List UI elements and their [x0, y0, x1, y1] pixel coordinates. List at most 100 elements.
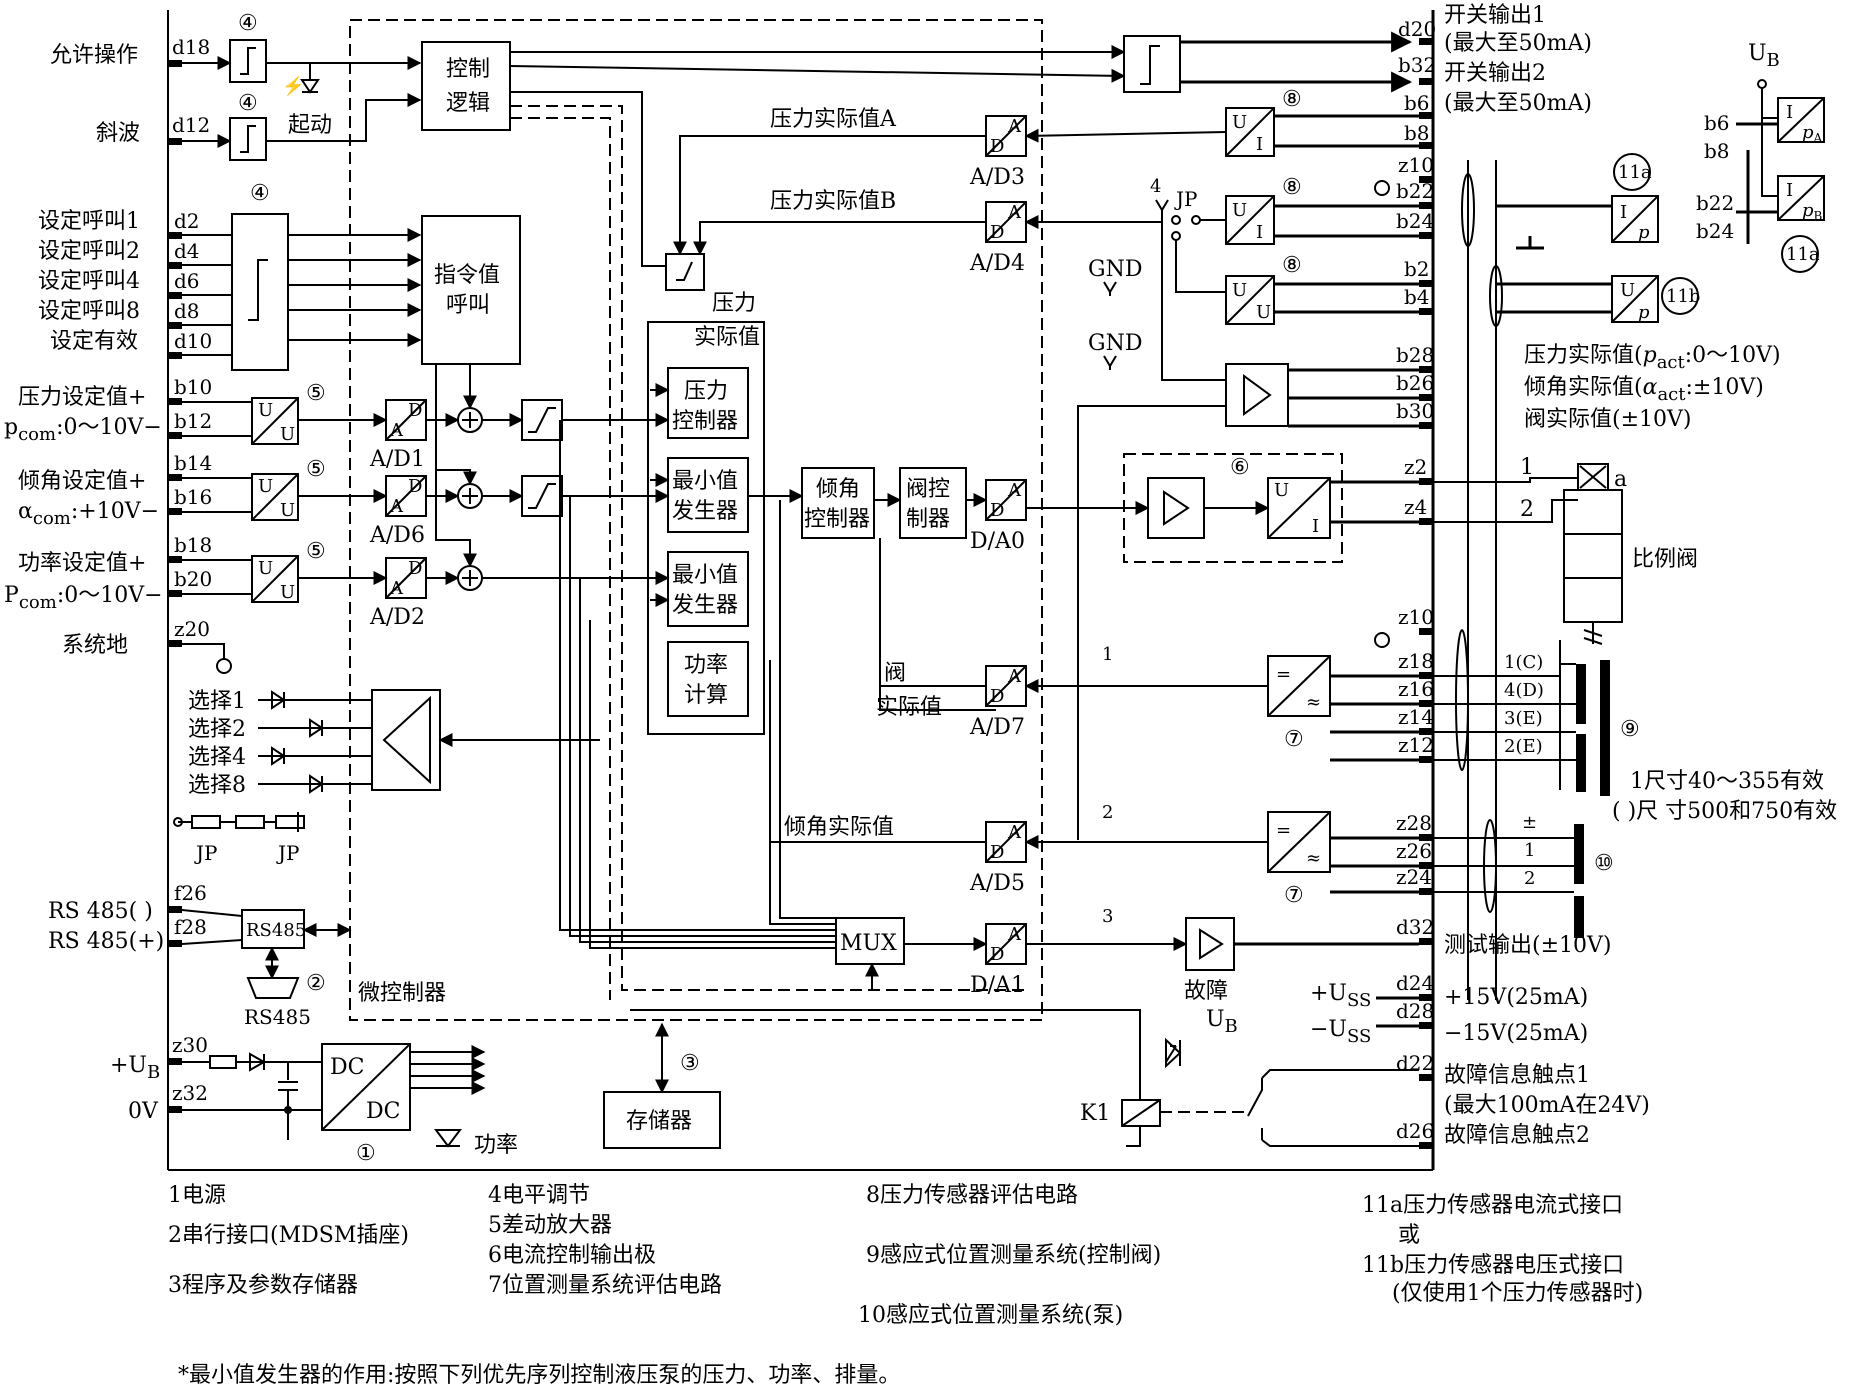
svg-text:A: A: [1007, 116, 1022, 137]
svg-text:b28: b28: [1396, 343, 1434, 367]
ad5-converter: D A A/D5: [969, 821, 1027, 896]
level-2-label: 2: [1102, 802, 1113, 823]
svg-text:z16: z16: [1398, 677, 1434, 701]
label-pressure-actual-b: 压力实际值B: [770, 189, 896, 214]
mux-label: MUX: [840, 931, 897, 956]
current-amp: [1147, 477, 1205, 539]
svg-text:U: U: [280, 582, 295, 603]
relay-divider: [1121, 1099, 1161, 1127]
coil-1c: 1(C): [1504, 652, 1543, 673]
svg-text:pA: pA: [1802, 122, 1823, 145]
svg-text:z2: z2: [1404, 455, 1427, 479]
svg-text:⑦: ⑦: [1284, 727, 1304, 752]
svg-text:或: 或: [1398, 1223, 1420, 1248]
memory-label: 存储器: [626, 1109, 692, 1134]
svg-text:(仅使用1个压力传感器时): (仅使用1个压力传感器时): [1392, 1281, 1643, 1306]
svg-text:pB: pB: [1802, 200, 1823, 223]
svg-text:⑦: ⑦: [1284, 883, 1304, 908]
divider: [1267, 477, 1331, 539]
svg-text:D: D: [990, 136, 1004, 157]
pump-pin-2: 2: [1524, 868, 1535, 889]
svg-text:A/D7: A/D7: [969, 715, 1025, 740]
amplifier-icon: [1163, 490, 1190, 526]
amplifier-icon: [1199, 928, 1224, 960]
label-set-call-1: 设定呼叫1: [38, 209, 140, 234]
power-led-icon: [434, 1129, 462, 1148]
svg-text:10感应式位置测量系统(泵): 10感应式位置测量系统(泵): [858, 1303, 1123, 1328]
svg-text:b8: b8: [1404, 121, 1430, 145]
switch-output-buffer: [1123, 35, 1181, 93]
svg-text:b4: b4: [1404, 285, 1430, 309]
min-gen1-l2: 发生器: [672, 499, 738, 524]
wire: [181, 909, 243, 917]
memory-block: [603, 1091, 721, 1149]
pin-b20: b20: [174, 567, 212, 591]
svg-text:=: =: [1276, 664, 1291, 685]
schmitt-symbol: [240, 47, 256, 75]
control-bus-dashed: [510, 91, 1030, 1000]
pin-d20: d20: [1398, 17, 1436, 41]
valve-a: a: [1614, 467, 1627, 492]
svg-text:d32: d32: [1396, 915, 1434, 939]
pin-b10: b10: [174, 375, 212, 399]
svg-text:I: I: [1786, 102, 1793, 123]
label-select-8: 选择8: [188, 773, 246, 798]
sensor-wires: [1274, 114, 1419, 314]
pressure-eval-a: U I ⑧: [1225, 87, 1302, 157]
tr-b8: b8: [1704, 139, 1730, 163]
svg-text:U: U: [258, 400, 273, 421]
svg-text:⑧: ⑧: [1282, 253, 1302, 278]
svg-text:A: A: [1007, 822, 1022, 843]
label-power-range: Pcom:0～10V−: [4, 583, 163, 613]
label-select-1: 选择1: [188, 689, 246, 714]
set-call-pins: [168, 232, 182, 359]
svg-text:z14: z14: [1398, 705, 1434, 729]
jp-jumper: [1155, 199, 1226, 381]
svg-text:p: p: [1638, 222, 1650, 243]
proportional-valve: [1433, 463, 1623, 645]
pin-mark: [168, 138, 182, 145]
pump-pin-1: 1: [1524, 840, 1535, 861]
diff-amp-tilt: U U ⑤: [251, 457, 326, 521]
circled-11a-top: 11a: [1781, 235, 1820, 273]
circled-10: ⑩: [1594, 851, 1614, 876]
microcontroller-boundary: [349, 19, 1043, 1021]
pin-z32: z32: [172, 1081, 208, 1105]
ground-icon: [216, 658, 232, 674]
svg-text:I: I: [1256, 222, 1263, 243]
ramp-limiter-2: [521, 475, 563, 517]
svg-text:I: I: [1620, 202, 1627, 223]
label-set-call-2: 设定呼叫2: [38, 239, 140, 264]
svg-text:9感应式位置测量系统(控制阀): 9感应式位置测量系统(控制阀): [866, 1243, 1161, 1268]
pressure-actual-region: [647, 321, 765, 735]
svg-text:z26: z26: [1396, 839, 1432, 863]
pin-b12: b12: [174, 409, 212, 433]
svg-text:3程序及参数存储器: 3程序及参数存储器: [168, 1273, 358, 1298]
switch-icon: [676, 261, 693, 281]
svg-text:z4: z4: [1404, 495, 1427, 519]
label-set-call-4: 设定呼叫4: [38, 269, 140, 294]
da1-converter: D A D/A1: [970, 923, 1027, 998]
svg-text:D: D: [990, 686, 1004, 707]
svg-text:4电平调节: 4电平调节: [488, 1183, 590, 1208]
pin-mark: [168, 60, 182, 67]
svg-text:D: D: [990, 500, 1004, 521]
voltage-sensor-11b: U p: [1496, 275, 1659, 323]
label-select-4: 选择4: [188, 745, 246, 770]
uss-minus-label: −USS: [1310, 1017, 1371, 1047]
label-system-ground: 系统地: [62, 633, 128, 658]
circled-4: ④: [238, 91, 258, 116]
level-1-label: 1: [1102, 644, 1113, 665]
set-call-wires: [182, 228, 422, 356]
select-led-icons: [258, 690, 372, 794]
fault-contact-max: (最大100mA在24V): [1444, 1093, 1650, 1118]
v15-plus-label: +15V(25mA): [1444, 985, 1588, 1010]
svg-text:A: A: [389, 420, 404, 441]
svg-text:A/D4: A/D4: [969, 251, 1025, 276]
selector-switch: [665, 253, 705, 291]
schmitt-symbol: [240, 125, 256, 153]
svg-text:D: D: [990, 842, 1004, 863]
power-calc-block: [667, 641, 749, 717]
min-gen2-l2: 发生器: [672, 593, 738, 618]
